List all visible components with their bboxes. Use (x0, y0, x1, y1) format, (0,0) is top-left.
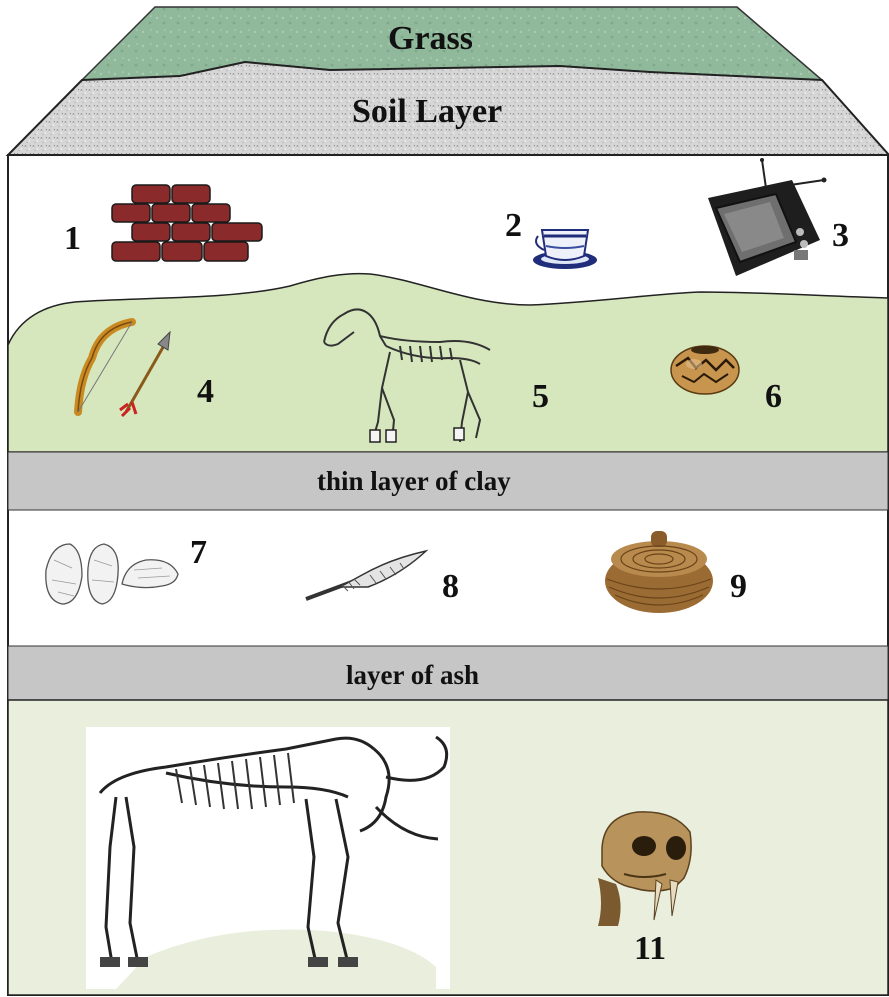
number-2: 2 (505, 207, 522, 245)
grass-label: Grass (388, 20, 473, 58)
television-icon (696, 158, 828, 283)
number-7: 7 (190, 534, 207, 572)
woven-basket-icon (603, 525, 715, 615)
number-1: 1 (64, 220, 81, 258)
soil-layer-label: Soil Layer (352, 93, 502, 131)
clay-layer-label: thin layer of clay (317, 466, 511, 497)
clay-pot-icon (668, 342, 743, 397)
bow-and-arrow-icon (70, 318, 175, 418)
number-8: 8 (442, 568, 459, 606)
number-9: 9 (730, 568, 747, 606)
number-5: 5 (532, 378, 549, 416)
stone-tools-icon (42, 540, 182, 608)
number-11: 11 (634, 930, 666, 968)
spear-point-icon (300, 545, 430, 607)
teacup-icon (530, 222, 600, 272)
horse-skeleton-icon (320, 302, 500, 446)
number-4: 4 (197, 373, 214, 411)
mammoth-skeleton-icon (86, 727, 450, 989)
ash-layer-label: layer of ash (346, 660, 479, 691)
sabertooth-skull-icon (594, 808, 696, 930)
brick-wall-icon (108, 183, 268, 268)
number-6: 6 (765, 378, 782, 416)
mammoth-skeleton-frame (86, 727, 450, 989)
number-3: 3 (832, 217, 849, 255)
